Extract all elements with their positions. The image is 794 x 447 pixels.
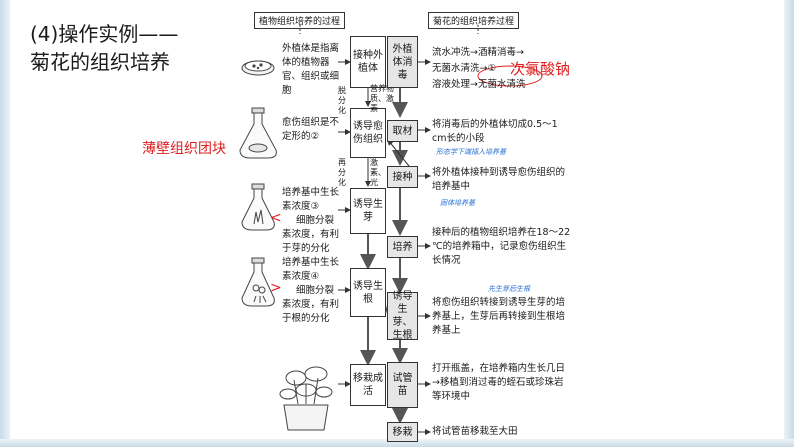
title-line2: 菊花的组织培养 — [30, 50, 170, 74]
note-explant-definition: 外植体是指离体的植物器官、组织或细胞 — [282, 43, 340, 96]
flask-illustration-3 — [241, 257, 275, 307]
note-culture: 接种后的植物组织培养在18～22 ℃的培养箱中，记录愈伤组织生长情况 — [432, 227, 571, 266]
box-transplant: 移栽 — [387, 422, 418, 442]
annotation-parenchyma: 薄壁组织团块 — [142, 141, 226, 157]
handwriting-solid-medium: 固体培养基 — [440, 199, 475, 207]
header-left: 植物组织培养的过程 — [254, 12, 346, 29]
handwriting-insert-base: 形态学下端插入培养基 — [436, 148, 506, 156]
note-take-material: 将消毒后的外植体切成0.5～1 cm长的小段 — [432, 119, 558, 144]
annotation-less-than: < — [270, 210, 282, 226]
petri-dish-illustration — [241, 60, 275, 76]
header-right: 菊花的组织培养过程 — [428, 12, 520, 29]
note-induce-bud-root: 将愈伤组织转接到诱导生芽的培养基上，生芽后再转接到生根培养基上 — [432, 297, 566, 336]
box-take-material: 取材 — [387, 120, 418, 142]
flask-illustration-1 — [239, 107, 277, 159]
box-culture: 培养 — [387, 236, 418, 258]
box-inoculate-explant: 接种外植体 — [350, 36, 386, 88]
box-induce-callus: 诱导愈伤组织 — [350, 108, 386, 158]
label-redifferentiation: 再分化 — [338, 158, 346, 187]
box-induce-bud-root: 诱导生芽、生根 — [387, 291, 418, 341]
note-bud-hormones-b: 细胞分裂素浓度，有利于芽的分化 — [282, 215, 340, 254]
box-transplant-survive: 移栽成活 — [350, 364, 386, 406]
label-dedifferentiation: 脱分化 — [338, 86, 346, 115]
box-inoculate: 接种 — [387, 166, 418, 188]
annotation-greater-than: > — [270, 280, 282, 296]
bottom-border — [0, 439, 794, 447]
flask-illustration-2 — [241, 183, 275, 231]
left-border — [0, 0, 10, 447]
note-root-hormones-b: 细胞分裂素浓度，有利于根的分化 — [282, 285, 340, 324]
box-induce-root: 诱导生根 — [350, 268, 386, 317]
note-root-hormones-a: 培养基中生长素浓度④ — [282, 257, 340, 282]
annotation-sodium-hypochlorite: 次氯酸钠 — [510, 60, 571, 78]
title-line1: (4)操作实例—— — [30, 22, 179, 46]
box-induce-bud: 诱导生芽 — [350, 188, 386, 234]
note-transplant: 将试管苗移栽至大田 — [432, 426, 518, 437]
note-disinfect-2: 无菌水清洗→① — [432, 63, 496, 74]
note-bud-hormones-a: 培养基中生长素浓度③ — [282, 187, 340, 212]
note-seedling: 打开瓶盖，在培养箱内生长几日→移植到消过毒的蛭石或珍珠岩等环境中 — [432, 363, 566, 402]
box-explant-disinfect: 外植体消毒 — [387, 36, 418, 88]
handwriting-bud-then-root: 先生芽后生根 — [488, 285, 530, 293]
note-disinfect-3: 溶液处理→无菌水清洗 — [432, 79, 526, 90]
label-hormone-light: 激素、光 — [370, 158, 386, 187]
note-inoculate: 将外植体接种到诱导愈伤组织的培养基中 — [432, 167, 566, 192]
right-border — [784, 0, 794, 447]
note-disinfect-1: 流水冲洗→酒精消毒→ — [432, 47, 524, 58]
note-callus: 愈伤组织是不定形的② — [282, 117, 340, 142]
label-nutrients-hormones: 营养物质、激素 — [370, 84, 394, 113]
box-test-tube-seedling: 试管苗 — [387, 362, 418, 408]
potted-plant-illustration — [279, 366, 333, 431]
